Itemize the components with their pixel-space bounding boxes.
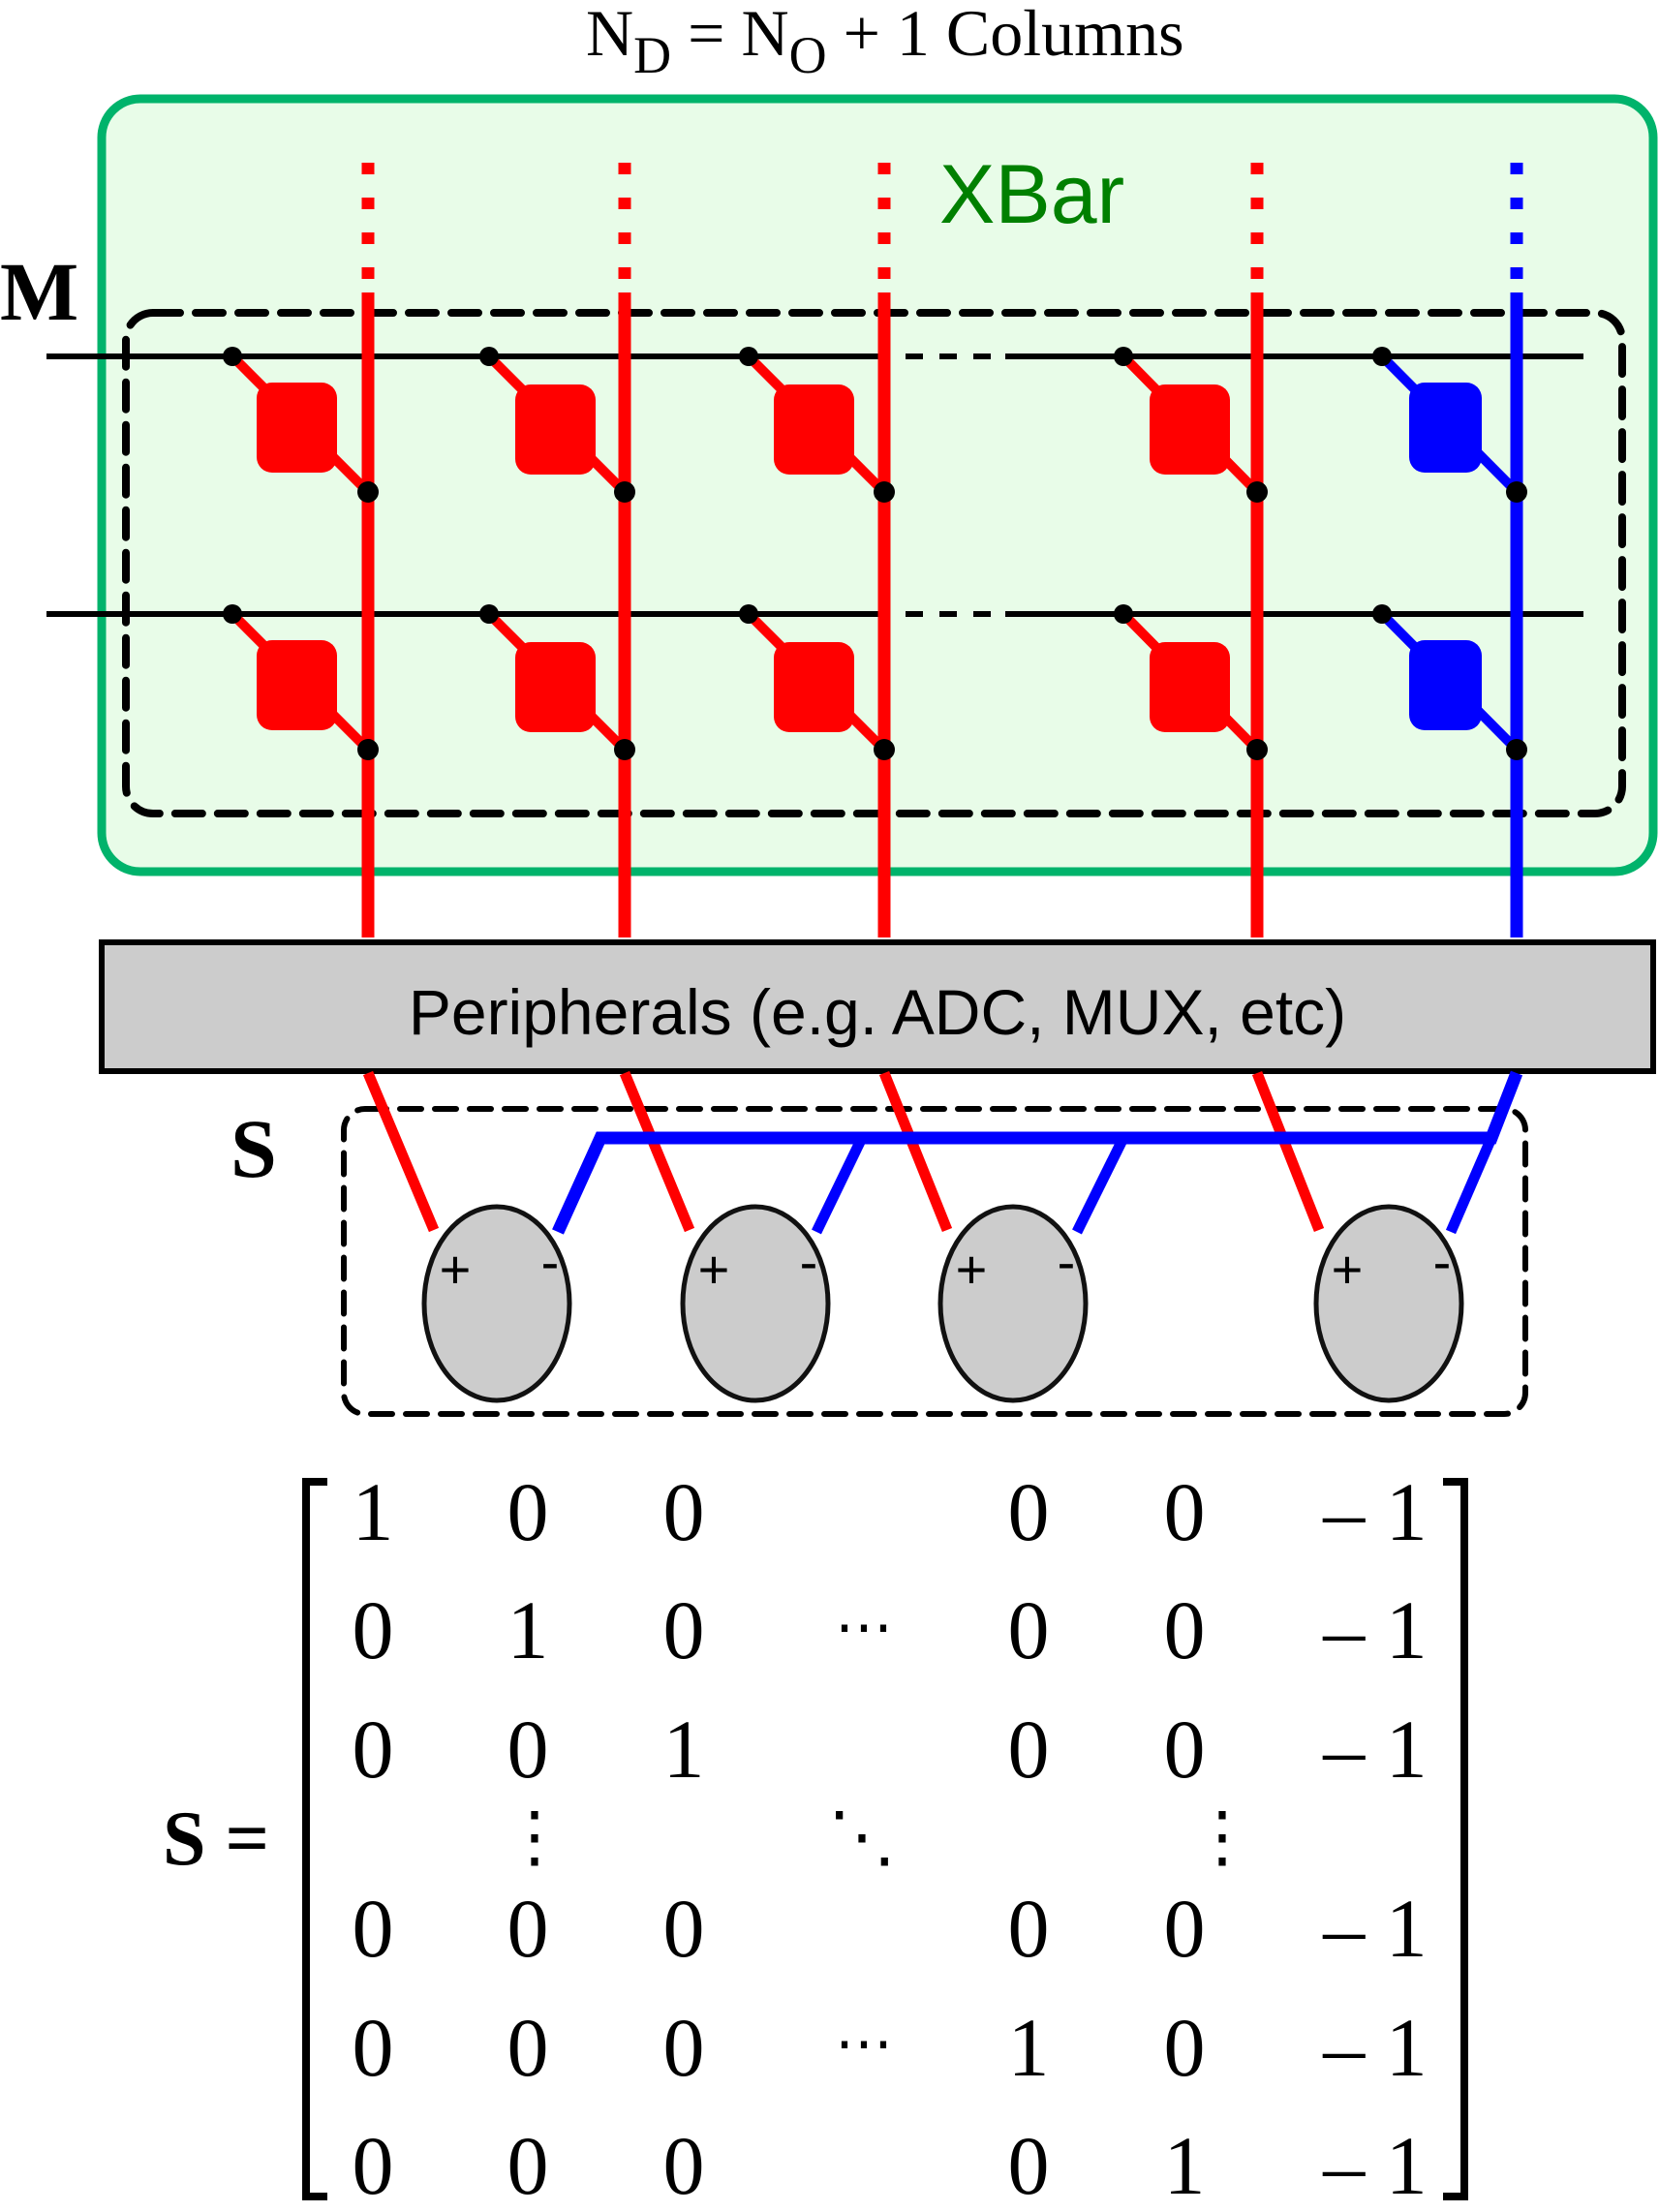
svg-text:0: 0 — [1164, 1703, 1206, 1796]
cell-r1-c4 — [1114, 347, 1268, 503]
svg-text:1: 1 — [1164, 2119, 1206, 2212]
m-label: M — [0, 245, 78, 338]
columns-title: ND = NO + 1 Columns — [586, 0, 1184, 84]
svg-text:0: 0 — [663, 1465, 705, 1558]
svg-text:0: 0 — [507, 2119, 549, 2212]
amplifier-wiring — [362, 1070, 1523, 1235]
svg-text:0: 0 — [507, 1465, 549, 1558]
peripherals-block — [99, 939, 1656, 1074]
svg-text:– 1: – 1 — [1322, 1583, 1428, 1676]
cell-r2-c4 — [1114, 604, 1268, 760]
cell-r1-c3 — [739, 347, 895, 503]
minus-terminal-icon: - — [541, 1231, 560, 1292]
svg-text:0: 0 — [507, 1703, 549, 1796]
svg-text:1: 1 — [353, 1465, 394, 1558]
svg-text:0: 0 — [353, 2001, 394, 2094]
minus-terminal-icon: - — [1058, 1231, 1076, 1292]
m-region-outline — [122, 309, 1626, 817]
svg-text:⋮: ⋮ — [1188, 1800, 1256, 1875]
svg-text:0: 0 — [1008, 1465, 1050, 1558]
amplifier-3: + - — [937, 1204, 1089, 1403]
svg-text:– 1: – 1 — [1322, 2119, 1428, 2212]
data-columns — [361, 163, 1264, 937]
svg-text:⋱: ⋱ — [828, 1800, 896, 1875]
matrix-lhs: S = — [163, 1797, 269, 1882]
plus-terminal-icon: + — [698, 1239, 730, 1300]
cell-r1-ref — [1372, 347, 1527, 503]
plus-terminal-icon: + — [440, 1239, 472, 1300]
svg-text:0: 0 — [1164, 1465, 1206, 1558]
svg-text:– 1: – 1 — [1322, 1703, 1428, 1796]
plus-terminal-icon: + — [1332, 1239, 1364, 1300]
cell-r2-ref — [1372, 604, 1527, 760]
svg-text:0: 0 — [507, 1882, 549, 1975]
amplifier-1: + - — [421, 1204, 572, 1403]
xbar-label: XBar — [939, 148, 1124, 241]
svg-text:0: 0 — [353, 1882, 394, 1975]
cell-r1-c1 — [223, 347, 379, 503]
plus-terminal-icon: + — [956, 1239, 988, 1300]
amplifier-2: + - — [680, 1204, 831, 1403]
svg-text:0: 0 — [507, 2001, 549, 2094]
svg-text:0: 0 — [663, 2001, 705, 2094]
difference-amplifiers: + - + - + - + - — [421, 1204, 1464, 1403]
svg-text:0: 0 — [1008, 1882, 1050, 1975]
svg-text:0: 0 — [353, 2119, 394, 2212]
amplifier-4: + - — [1313, 1204, 1464, 1403]
svg-text:– 1: – 1 — [1322, 1882, 1428, 1975]
svg-text:– 1: – 1 — [1322, 2001, 1428, 2094]
cell-r2-c2 — [479, 604, 635, 760]
peripherals-label: Peripherals (e.g. ADC, MUX, etc) — [409, 976, 1346, 1048]
svg-text:⋯: ⋯ — [835, 2012, 893, 2075]
svg-text:0: 0 — [663, 1882, 705, 1975]
svg-text:0: 0 — [1164, 1882, 1206, 1975]
s-label: S — [230, 1102, 277, 1195]
svg-text:0: 0 — [663, 2119, 705, 2212]
svg-text:0: 0 — [1008, 1703, 1050, 1796]
cell-r1-c2 — [479, 347, 635, 503]
matrix-entries: 1 0 0 0 0 – 1 0 1 0 ⋯ 0 0 – 1 0 0 1 0 0 … — [353, 1465, 1428, 2212]
svg-text:0: 0 — [1164, 2001, 1206, 2094]
svg-text:1: 1 — [507, 1583, 549, 1676]
svg-text:– 1: – 1 — [1322, 1465, 1428, 1558]
svg-text:0: 0 — [353, 1583, 394, 1676]
svg-text:0: 0 — [1008, 2119, 1050, 2212]
svg-text:0: 0 — [1164, 1583, 1206, 1676]
crossbar-cells — [223, 347, 1527, 760]
svg-text:1: 1 — [1008, 2001, 1050, 2094]
svg-text:0: 0 — [353, 1703, 394, 1796]
matrix-brackets — [302, 1478, 1468, 2200]
s-region-outline — [341, 1106, 1528, 1417]
cell-r2-c3 — [739, 604, 895, 760]
minus-terminal-icon: - — [1433, 1231, 1452, 1292]
svg-text:1: 1 — [663, 1703, 705, 1796]
svg-text:⋯: ⋯ — [835, 1595, 893, 1659]
svg-text:0: 0 — [663, 1583, 705, 1676]
cell-r2-c1 — [223, 604, 379, 760]
svg-text:0: 0 — [1008, 1583, 1050, 1676]
minus-terminal-icon: - — [800, 1231, 818, 1292]
svg-text:⋮: ⋮ — [501, 1800, 568, 1875]
